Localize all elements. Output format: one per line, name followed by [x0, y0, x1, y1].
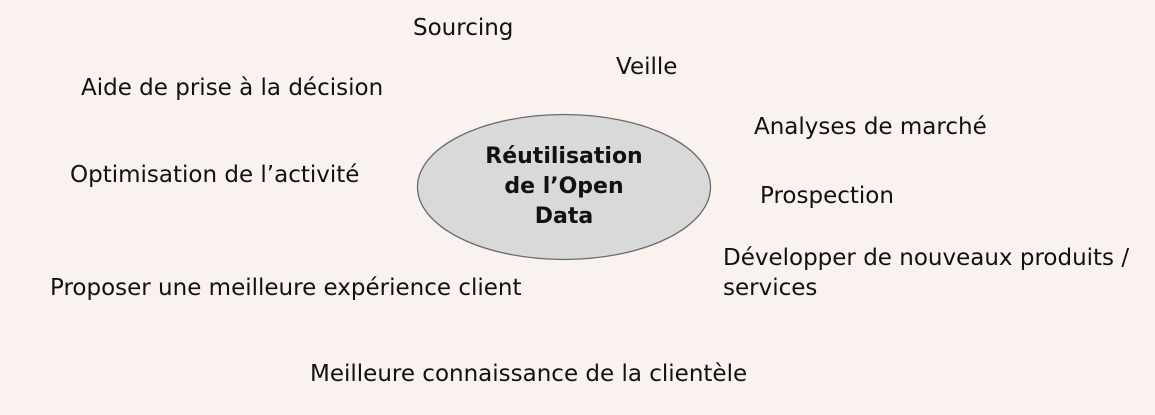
center-ellipse-shape	[416, 113, 712, 261]
center-label: Réutilisation de l’Open Data	[485, 144, 643, 229]
label-developper: Développer de nouveaux produits / servic…	[723, 245, 1130, 301]
label-analyses-marche: Analyses de marché	[754, 114, 987, 140]
label-aide-decision: Aide de prise à la décision	[81, 75, 384, 101]
label-experience-client: Proposer une meilleure expérience client	[50, 275, 522, 301]
label-connaissance-clientele: Meilleure connaissance de la clientèle	[310, 361, 748, 387]
label-sourcing: Sourcing	[413, 15, 514, 41]
center-node: Réutilisation de l’Open Data	[416, 113, 712, 261]
center-ellipse	[416, 113, 712, 261]
label-prospection: Prospection	[760, 183, 894, 209]
label-veille: Veille	[616, 54, 678, 80]
label-optimisation: Optimisation de l’activité	[70, 162, 360, 188]
